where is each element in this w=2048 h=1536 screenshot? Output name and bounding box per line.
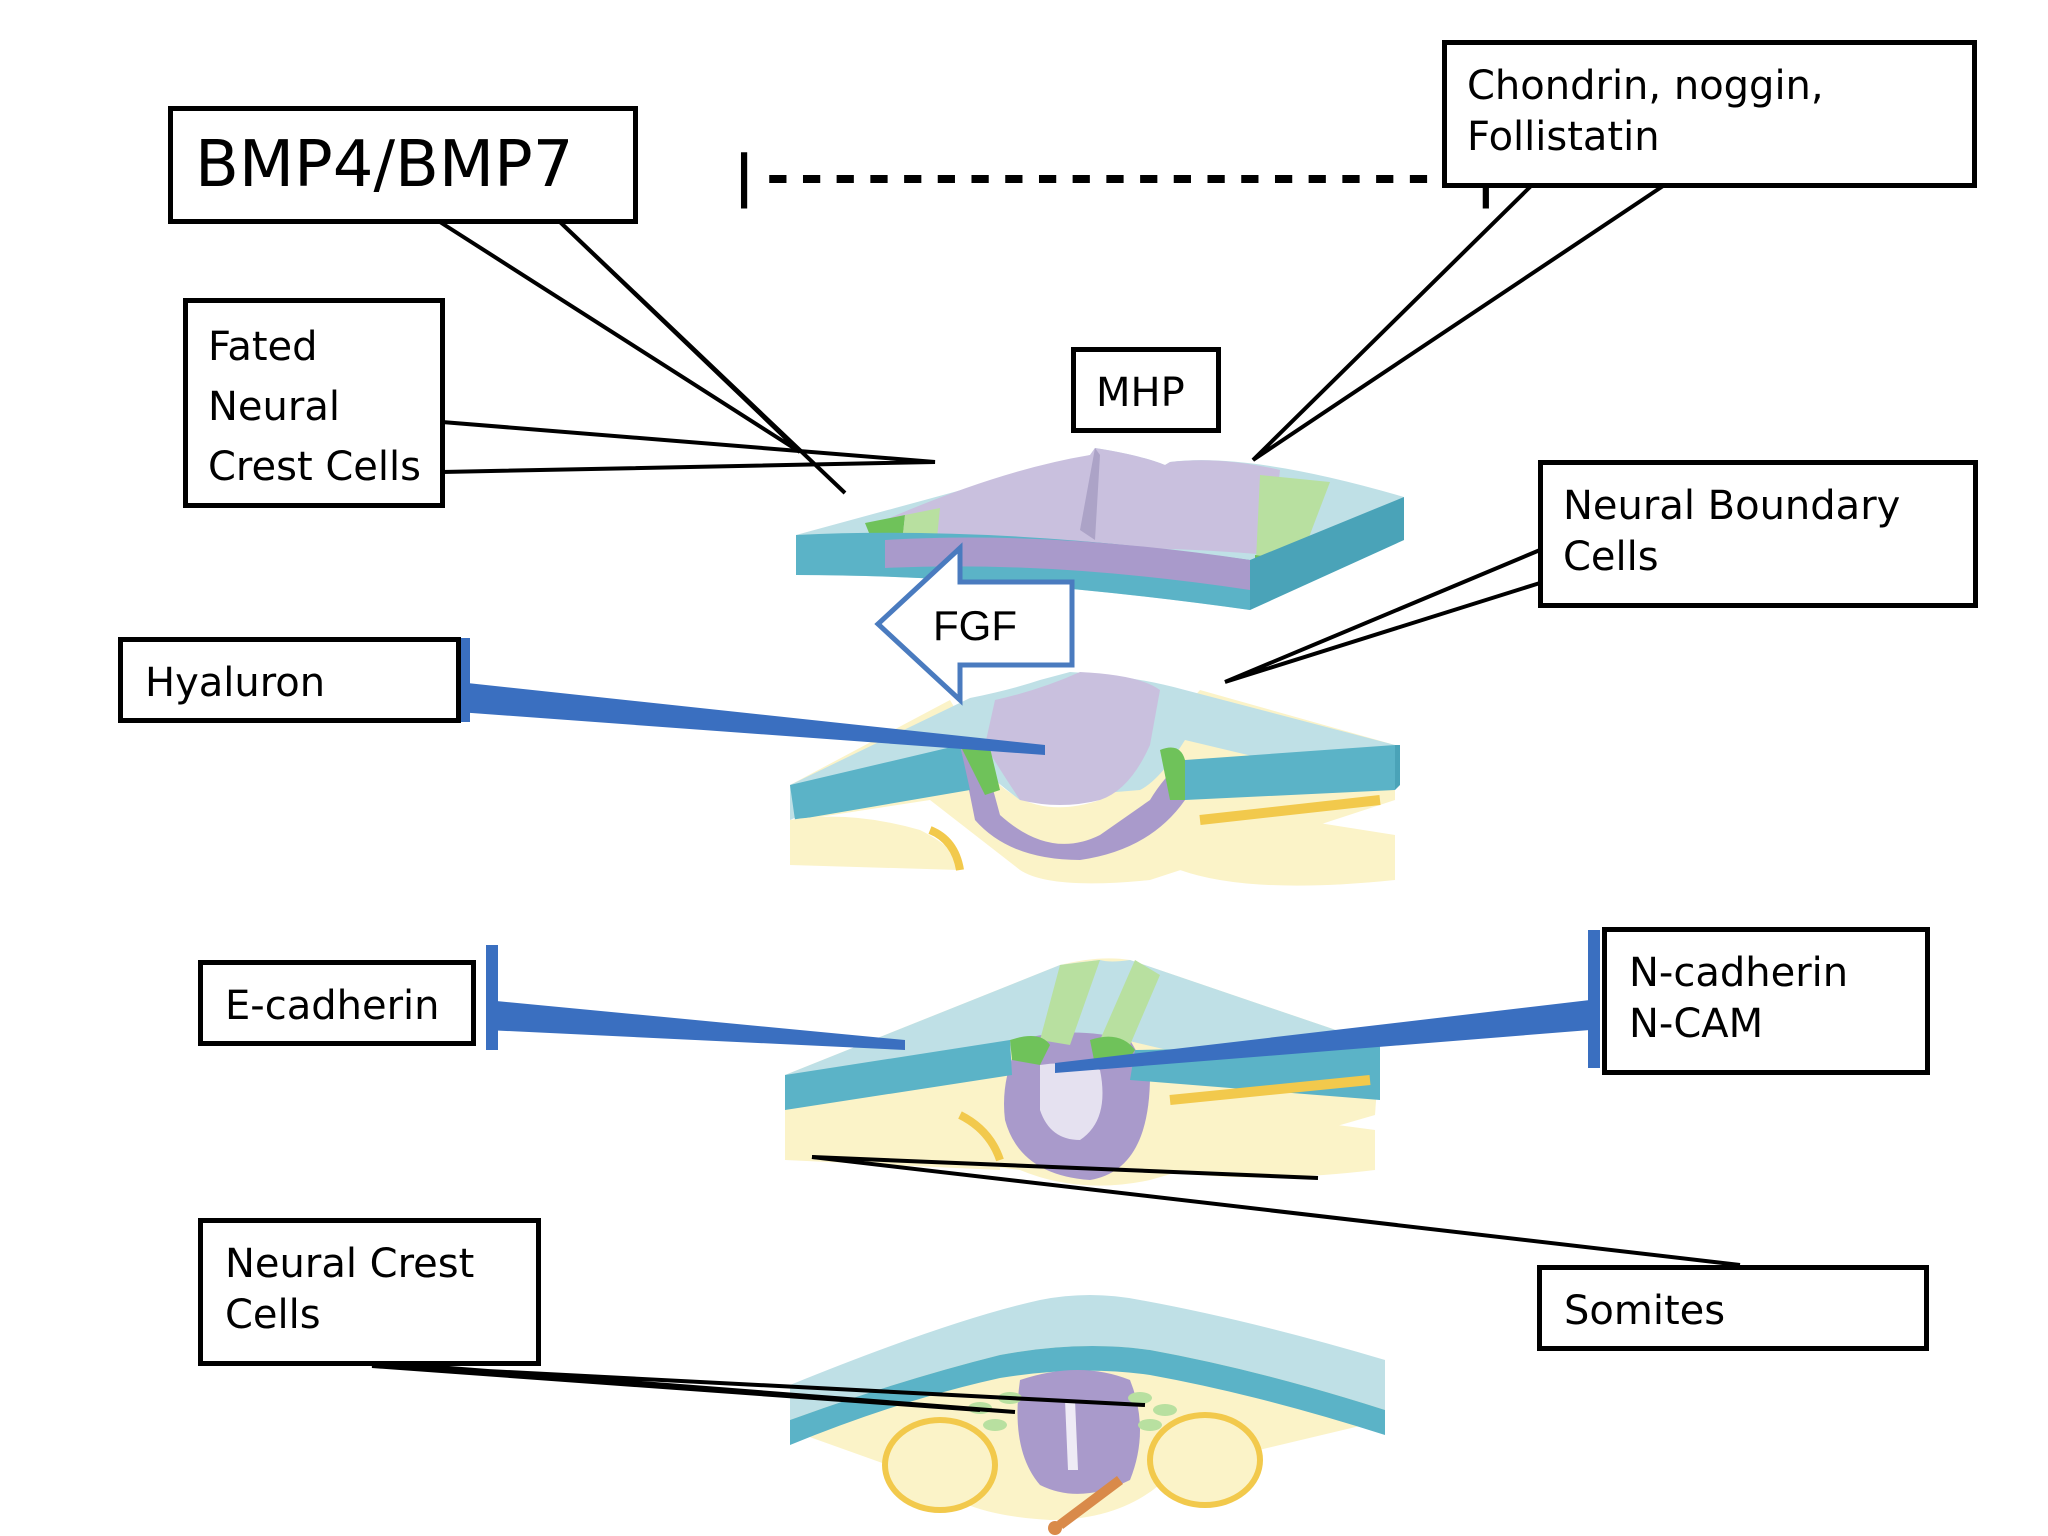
mhp-label-box: MHP <box>1071 347 1221 433</box>
leader-lines <box>371 182 1741 1414</box>
chondrin-label-line-2: Follistatin <box>1467 114 1660 161</box>
bmp-leader-line <box>438 220 847 495</box>
neural-boundary-label-box: Neural Boundary Cells <box>1538 460 1978 608</box>
chondrin-label-box: Chondrin, noggin, Follistatin <box>1442 40 1977 188</box>
neural-crest-label-line-2: Cells <box>225 1292 321 1339</box>
somites-leader-line-2 <box>811 1155 1319 1180</box>
somites-label: Somites <box>1564 1288 1726 1334</box>
fgf-arrow: FGF <box>874 542 1075 706</box>
neural-crest-leader-line-2 <box>371 1364 981 1412</box>
neural-crest-label-line-1: Neural Crest <box>225 1241 475 1287</box>
fated-label-box: Fated Neural Crest Cells <box>183 298 445 508</box>
inhibitor-e-cadherin <box>486 945 905 1050</box>
inhibitor-n-cadherin <box>1055 930 1600 1073</box>
e-cadherin-label: E-cadherin <box>225 983 440 1029</box>
hyaluron-label: Hyaluron <box>145 660 326 706</box>
fated-label-line-1: Fated <box>208 324 318 370</box>
stage-4-neural-tube <box>790 1295 1385 1535</box>
neural-boundary-leader-line <box>1224 548 1541 684</box>
range-marker: |---------------------| <box>727 144 1502 209</box>
neural-boundary-label-line-2: Cells <box>1563 534 1659 581</box>
fated-leader-line <box>441 420 936 474</box>
bmp-label-box: BMP4/BMP7 <box>168 106 638 224</box>
mhp-label: MHP <box>1096 370 1185 416</box>
chondrin-leader-line <box>1251 182 1668 462</box>
inhibitor-hyaluron <box>458 638 1045 755</box>
neural-crest-label-box: Neural Crest Cells <box>198 1218 541 1366</box>
somites-label-box: Somites <box>1537 1265 1929 1351</box>
chondrin-label-line-1: Chondrin, noggin, <box>1467 63 1824 109</box>
e-cadherin-label-box: E-cadherin <box>198 960 476 1046</box>
n-cadherin-label-line-2: N-CAM <box>1629 1001 1764 1048</box>
bmp-label: BMP4/BMP7 <box>195 128 574 202</box>
stage-3-neural-fold <box>785 958 1380 1186</box>
n-cadherin-label-box: N-cadherin N-CAM <box>1602 927 1930 1075</box>
hyaluron-label-box: Hyaluron <box>118 637 461 723</box>
fated-label-line-2: Neural <box>208 384 340 430</box>
somites-leader-line <box>811 1155 1741 1267</box>
stage-1-neural-plate <box>796 448 1404 610</box>
n-cadherin-label-line-1: N-cadherin <box>1629 950 1849 996</box>
neural-boundary-label-line-1: Neural Boundary <box>1563 483 1901 529</box>
fated-label-line-3: Crest Cells <box>208 444 421 490</box>
fgf-label: FGF <box>933 602 1017 649</box>
